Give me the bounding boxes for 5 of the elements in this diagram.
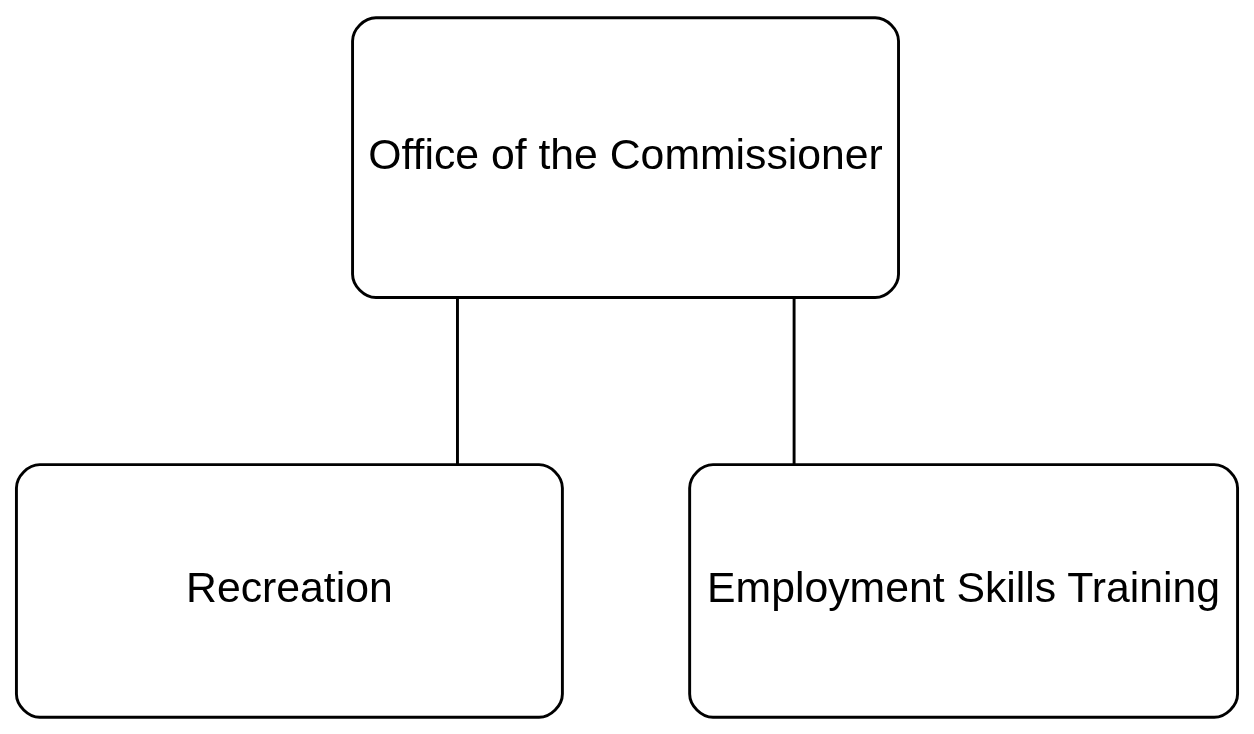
node-box: Office of the Commissioner — [351, 15, 900, 299]
connector — [792, 297, 796, 465]
connector — [456, 297, 459, 465]
node-box: Recreation — [14, 462, 564, 719]
node-box: Employment Skills Training — [688, 462, 1240, 719]
